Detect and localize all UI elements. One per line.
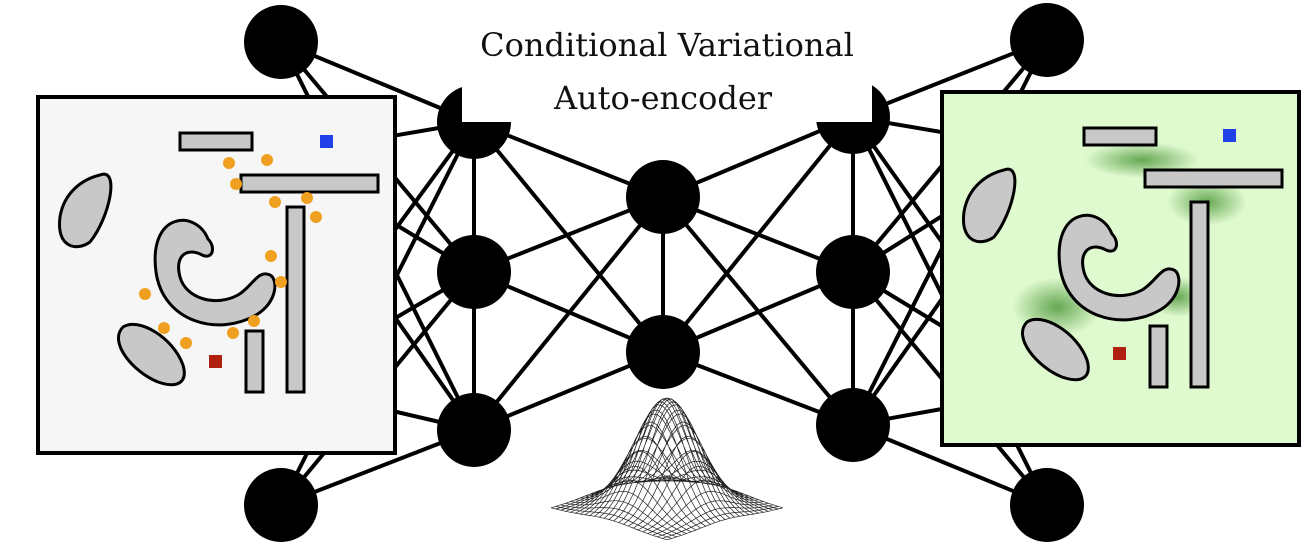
hidden1-node-2 — [437, 235, 511, 309]
start-marker — [1113, 347, 1126, 360]
input-node-4 — [244, 468, 318, 542]
output-environment-panel — [940, 90, 1301, 447]
gaussian-wireframe — [550, 397, 784, 541]
title-line-2: Auto-encoder — [553, 79, 773, 117]
output-node-4 — [1010, 468, 1084, 542]
latent-node-1 — [626, 160, 700, 234]
output-node-1 — [1010, 3, 1084, 77]
latent-node-2 — [626, 315, 700, 389]
sample-points — [139, 154, 322, 349]
diagram-title: Conditional Variational Auto-encoder — [462, 22, 872, 122]
input-node-1 — [244, 5, 318, 79]
start-marker — [209, 355, 222, 368]
gaussian-surface-plot — [550, 397, 784, 541]
input-environment-panel — [36, 95, 397, 455]
hidden1-node-3 — [437, 393, 511, 467]
hidden2-node-3 — [816, 388, 890, 462]
hidden2-node-2 — [816, 235, 890, 309]
title-line-1: Conditional Variational — [480, 26, 854, 64]
goal-marker — [320, 135, 333, 148]
goal-marker — [1223, 129, 1236, 142]
